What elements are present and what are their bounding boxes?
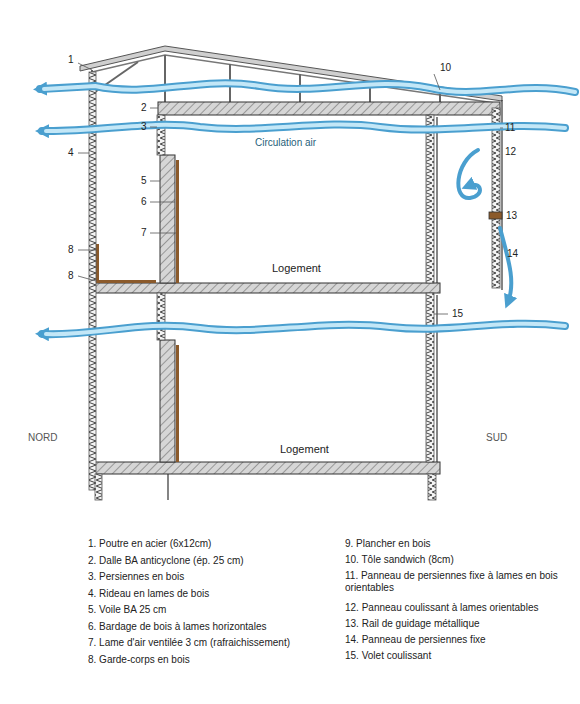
- leader-line: [78, 250, 96, 251]
- legend-text: 12. Panneau coulissant à lames orientabl…: [345, 602, 538, 614]
- room-label: Logement: [280, 443, 329, 456]
- glazing: [436, 295, 437, 462]
- leader-line: [150, 202, 175, 203]
- concrete-wall: [160, 340, 175, 462]
- legend-text: 5. Voile BA 25 cm: [88, 604, 166, 616]
- room-label: Logement: [272, 262, 321, 275]
- legend-text: 11. Panneau de persiennes fixe à lames e…: [345, 570, 565, 594]
- leader-line: [500, 128, 503, 129]
- legend-text: 6. Bardage de bois à lames horizontales: [88, 621, 266, 633]
- glazing: [167, 474, 168, 500]
- legend-text: 14. Panneau de persiennes fixe: [345, 634, 486, 646]
- legend-text: 10. Tôle sandwich (8cm): [345, 554, 454, 566]
- louvre-panel: [89, 72, 500, 500]
- legend-text: 9. Plancher en bois: [345, 538, 431, 550]
- callout-number: 7: [141, 227, 147, 239]
- orientation-label: SUD: [486, 432, 507, 444]
- callout-number: 5: [141, 175, 147, 187]
- leader-line: [150, 108, 158, 109]
- leader-line: [150, 127, 157, 128]
- callout-number: 8: [68, 270, 74, 282]
- louvre-panel: [492, 108, 500, 288]
- air-flow: [46, 324, 565, 334]
- callout-number: 15: [452, 308, 463, 320]
- leader-line: [78, 276, 96, 281]
- callout-number: 10: [440, 62, 451, 74]
- legend-text: 3. Persiennes en bois: [88, 571, 184, 583]
- roof-sheet: [80, 46, 502, 103]
- callout-number: 3: [141, 121, 147, 133]
- leader-line: [434, 74, 440, 90]
- callout-number: 6: [141, 196, 147, 208]
- wood-cladding: [96, 280, 156, 283]
- flow-label: Circulation air: [255, 137, 316, 149]
- louvre-panel: [157, 293, 165, 340]
- concrete-slab: [92, 462, 440, 474]
- louvre-panel: [426, 293, 434, 462]
- air-flow: [44, 83, 575, 92]
- callout-number: 12: [505, 146, 516, 158]
- air-flow: [40, 83, 575, 334]
- legend-text: 1. Poutre en acier (6x12cm): [88, 538, 211, 550]
- guide-rail: [489, 212, 502, 219]
- legend-text: 7. Lame d'air ventilée 3 cm (rafraichiss…: [88, 637, 290, 649]
- louvre-panel: [95, 474, 102, 500]
- callout-number: 14: [507, 248, 518, 260]
- glazing: [168, 100, 502, 500]
- leader-line: [78, 153, 89, 154]
- leader-line: [150, 233, 176, 234]
- callout-number: 11: [505, 122, 515, 134]
- steel-beam: [164, 55, 166, 103]
- leader-line: [78, 63, 92, 70]
- orientation-label: NORD: [28, 432, 57, 444]
- roof-sheet: [92, 55, 495, 103]
- louvre-panel: [428, 474, 436, 500]
- guide-rail: [489, 212, 502, 219]
- concrete-wall: [160, 155, 175, 283]
- air-flow: [458, 150, 480, 198]
- legend-text: 15. Volet coulissant: [345, 650, 431, 662]
- callout-number: 2: [141, 102, 147, 114]
- concrete-slab: [92, 283, 440, 293]
- wood-cladding: [176, 160, 179, 283]
- wood-cladding: [176, 345, 179, 462]
- leader-line: [434, 314, 448, 315]
- wood-cladding: [96, 160, 179, 462]
- leader-line: [78, 63, 503, 314]
- legend-text: 8. Garde-corps en bois: [88, 654, 190, 666]
- concrete-slab: [92, 102, 500, 474]
- legend-text: 2. Dalle BA anticyclone (ép. 25 cm): [88, 555, 244, 567]
- wood-cladding: [96, 244, 99, 283]
- louvre-panel: [426, 115, 434, 283]
- air-flow: [46, 125, 565, 131]
- leader-line: [150, 181, 160, 182]
- legend-text: 4. Rideau en lames de bois: [88, 588, 209, 600]
- air-flow: [500, 228, 511, 302]
- air-flow: [42, 324, 565, 334]
- callout-number: 13: [506, 210, 517, 222]
- concrete-slab: [158, 102, 500, 115]
- glazing: [436, 117, 437, 283]
- callout-number: 1: [68, 54, 74, 66]
- air-flow: [42, 125, 565, 131]
- callout-number: 8: [68, 244, 74, 256]
- air-flow: [40, 83, 575, 92]
- steel-beam: [92, 55, 440, 103]
- callout-number: 4: [68, 147, 74, 159]
- legend-text: 13. Rail de guidage métallique: [345, 618, 480, 630]
